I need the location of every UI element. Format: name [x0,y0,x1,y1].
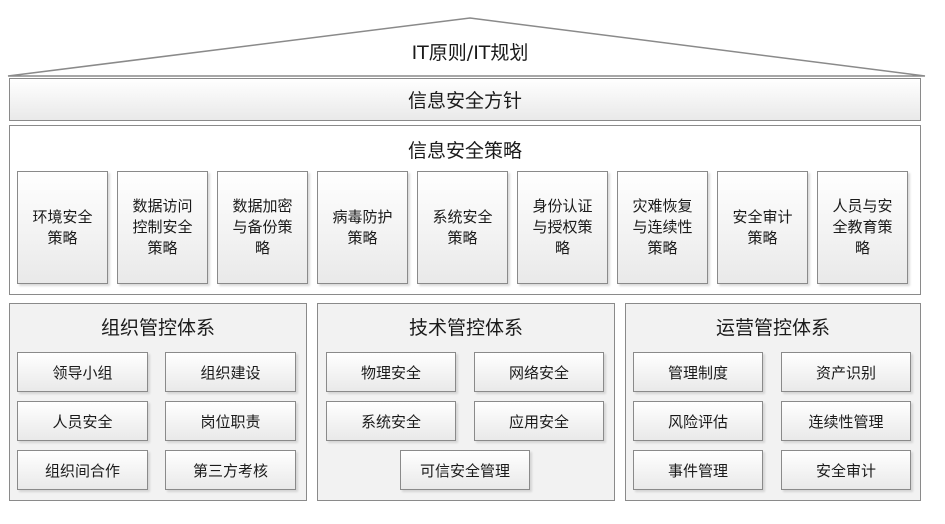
technology-system-title: 技术管控体系 [408,317,523,339]
org-item-org-building: 组织建设 [165,352,296,392]
tech-item-application-security: 应用安全 [474,401,604,441]
ops-item-incident-management: 事件管理 [633,450,763,490]
policy-data-access: 数据访问 控制安全 策略 [117,171,208,284]
strategy-title: 信息安全策略 [407,140,522,162]
guideline-bar: 信息安全方针 [9,78,921,121]
operations-system-title: 运营管控体系 [715,317,830,339]
ops-item-continuity-management: 连续性管理 [781,401,911,441]
policy-antivirus: 病毒防护 策略 [317,171,408,284]
tech-item-trusted-security-management: 可信安全管理 [400,450,530,490]
org-item-leadership-group: 领导小组 [17,352,148,392]
policy-system-security: 系统安全 策略 [417,171,508,284]
org-item-personnel-security: 人员安全 [17,401,148,441]
guideline-title: 信息安全方针 [407,90,522,112]
policy-environment: 环境安全 策略 [17,171,108,284]
policy-security-audit: 安全审计 策略 [717,171,808,284]
tech-item-network-security: 网络安全 [474,352,604,392]
organization-system-title: 组织管控体系 [100,317,215,339]
policy-personnel-education: 人员与安 全教育策 略 [817,171,908,284]
ops-item-risk-assessment: 风险评估 [633,401,763,441]
roof-title: IT原则/IT规划 [411,42,529,64]
roof [7,17,926,77]
policy-identity-auth: 身份认证 与授权策 略 [517,171,608,284]
ops-item-management-rules: 管理制度 [633,352,763,392]
policy-encryption-backup: 数据加密 与备份策 略 [217,171,308,284]
tech-item-physical-security: 物理安全 [326,352,456,392]
ops-item-asset-identification: 资产识别 [781,352,911,392]
org-item-inter-org-cooperation: 组织间合作 [17,450,148,490]
ops-item-security-audit: 安全审计 [781,450,911,490]
policy-disaster-recovery: 灾难恢复 与连续性 策略 [617,171,708,284]
tech-item-system-security: 系统安全 [326,401,456,441]
org-item-job-duties: 岗位职责 [165,401,296,441]
org-item-third-party-assessment: 第三方考核 [165,450,296,490]
